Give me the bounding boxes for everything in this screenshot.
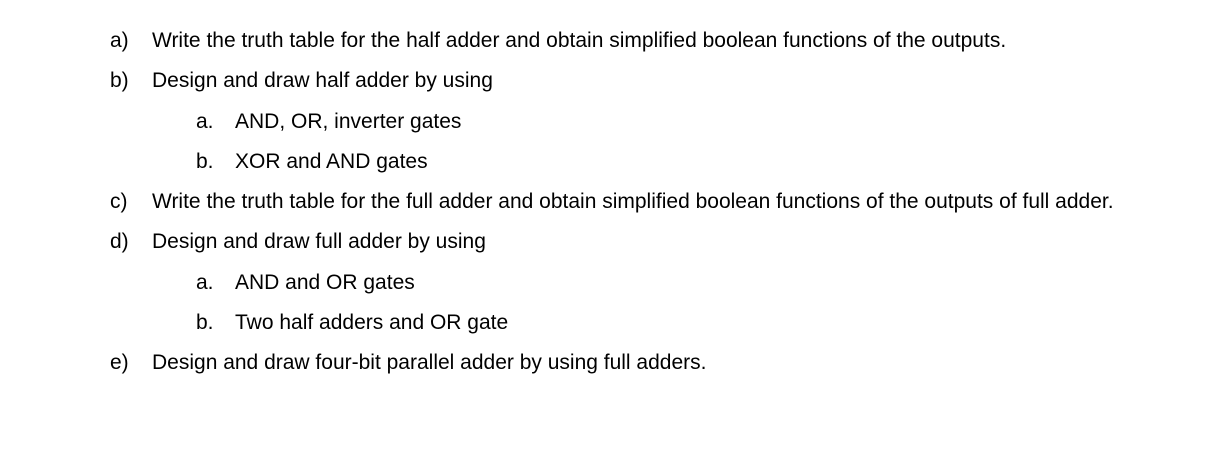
list-item-text: Two half adders and OR gate — [235, 311, 509, 335]
sub-list-item-b-a: a. AND, OR, inverter gates — [110, 102, 1132, 142]
list-item-text: Design and draw four-bit parallel adder … — [152, 351, 707, 375]
list-marker: e) — [110, 351, 129, 375]
list-item-text: Design and draw full adder by using — [152, 230, 486, 254]
list-marker: b. — [196, 149, 214, 173]
list-item-c: c) Write the truth table for the full ad… — [110, 182, 1132, 222]
list-marker: b. — [196, 311, 214, 335]
list-marker: c) — [110, 190, 128, 214]
list-item-e: e) Design and draw four-bit parallel add… — [110, 343, 1132, 383]
list-item-d: d) Design and draw full adder by using — [110, 222, 1132, 262]
list-item-b: b) Design and draw half adder by using — [110, 61, 1132, 101]
sub-list-item-b-b: b. XOR and AND gates — [110, 142, 1132, 182]
list-item-a: a) Write the truth table for the half ad… — [110, 21, 1132, 61]
list-item-text: XOR and AND gates — [235, 149, 428, 173]
list-marker: d) — [110, 230, 129, 254]
list-item-text: Write the truth table for the full adder… — [152, 190, 1114, 214]
list-item-text: Write the truth table for the half adder… — [152, 29, 1007, 52]
sub-list-item-d-a: a. AND and OR gates — [110, 263, 1132, 303]
list-marker: a. — [196, 109, 214, 133]
list-marker: b) — [110, 69, 129, 93]
sub-list-item-d-b: b. Two half adders and OR gate — [110, 303, 1132, 343]
list-item-text: Design and draw half adder by using — [152, 69, 493, 93]
list-marker: a. — [196, 270, 214, 294]
list-item-text: AND, OR, inverter gates — [235, 109, 462, 133]
list-item-text: AND and OR gates — [235, 270, 415, 294]
list-marker: a) — [110, 29, 129, 52]
